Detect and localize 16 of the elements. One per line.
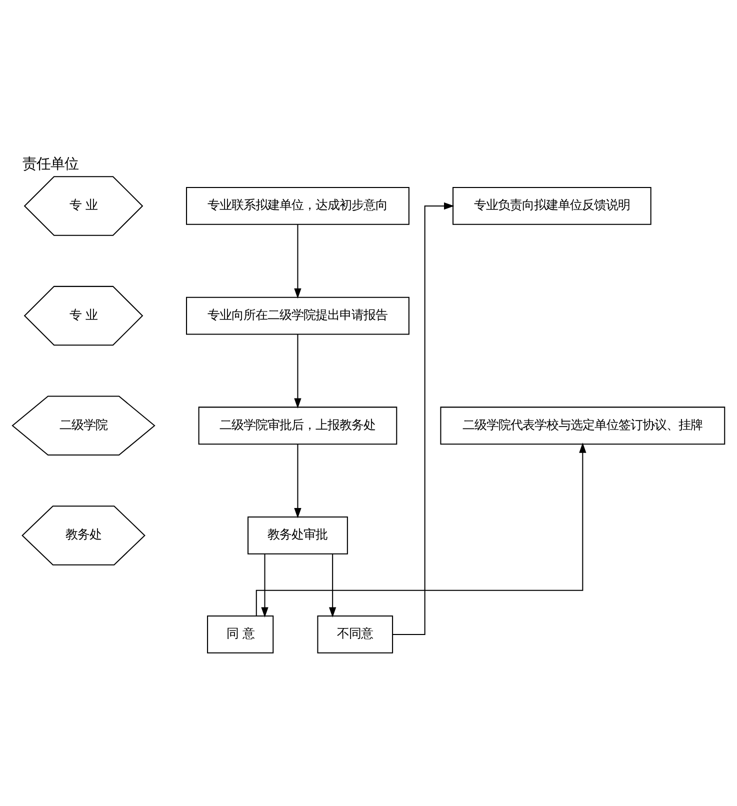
arrow	[328, 554, 336, 618]
diagram-title: 责任单位	[22, 156, 78, 173]
arrow	[294, 334, 302, 408]
arrow	[294, 444, 302, 518]
node-box: 二级学院代表学校与选定单位签订协议、挂牌	[440, 406, 726, 445]
arrow	[392, 202, 454, 635]
node-box: 二级学院审批后，上报教务处	[198, 406, 398, 445]
node-box: 教务处审批	[248, 516, 348, 554]
node-box: 不同意	[317, 615, 394, 654]
arrow	[261, 554, 268, 618]
node-box: 专业联系拟建单位，达成初步意向	[186, 187, 410, 225]
node-box: 专业向所在二级学院提出申请报告	[186, 296, 410, 335]
node-box: 同 意	[207, 615, 274, 654]
arrow	[256, 442, 586, 616]
node-box: 专业负责向拟建单位反馈说明	[452, 187, 652, 225]
arrow	[294, 224, 302, 299]
